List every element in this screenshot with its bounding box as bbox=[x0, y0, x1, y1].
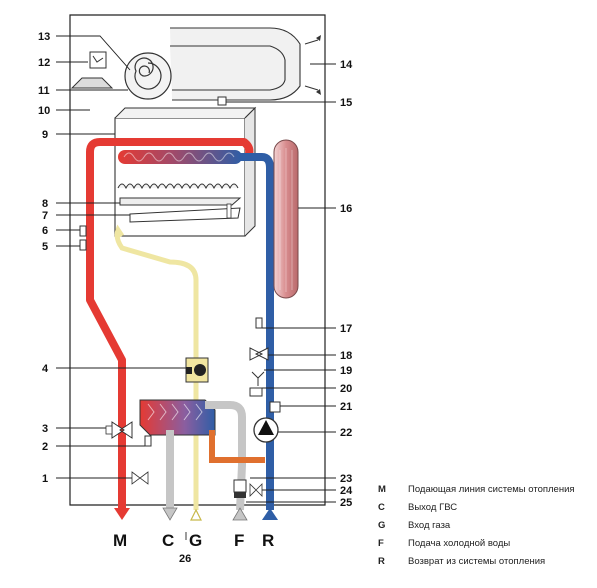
callout-16: 16 bbox=[340, 203, 352, 215]
legend-text: Подача холодной воды bbox=[408, 538, 511, 549]
callout-26: 26 bbox=[179, 553, 191, 565]
callout-9: 9 bbox=[42, 129, 48, 141]
leader-lines bbox=[56, 35, 336, 540]
legend-text: Вход газа bbox=[408, 520, 451, 531]
pump-icon bbox=[253, 417, 279, 443]
callout-10: 10 bbox=[38, 105, 50, 117]
legend-key: M bbox=[378, 484, 386, 495]
callout-25: 25 bbox=[340, 497, 352, 509]
expansion-vessel bbox=[273, 139, 299, 299]
safety-valve-icon bbox=[249, 347, 269, 361]
supply-pipe bbox=[86, 138, 254, 510]
callout-21: 21 bbox=[340, 401, 352, 413]
callout-7: 7 bbox=[42, 210, 48, 222]
callout-8: 8 bbox=[42, 198, 48, 210]
pipe-label-f: F bbox=[234, 531, 244, 550]
sensor-6 bbox=[79, 225, 87, 237]
bypass-pipe bbox=[209, 430, 265, 463]
gas-arrow bbox=[190, 508, 202, 521]
pressure-gauge-17 bbox=[255, 317, 263, 329]
callout-23: 23 bbox=[340, 473, 352, 485]
callout-3: 3 bbox=[42, 423, 48, 435]
cold-water-pipe bbox=[205, 401, 246, 511]
boiler-casing bbox=[69, 14, 326, 506]
legend-key: F bbox=[378, 538, 384, 549]
cold-water-arrow bbox=[232, 507, 248, 521]
sensor-2 bbox=[144, 435, 152, 447]
plate-heat-exchanger bbox=[139, 399, 216, 436]
callout-12: 12 bbox=[38, 57, 50, 69]
burner bbox=[117, 183, 242, 223]
callout-15: 15 bbox=[340, 97, 352, 109]
callout-6: 6 bbox=[42, 225, 48, 237]
callout-24: 24 bbox=[340, 485, 353, 497]
legend-key: C bbox=[378, 502, 385, 513]
tap-icon bbox=[251, 371, 265, 386]
sensor-21 bbox=[269, 401, 281, 413]
callout-13: 13 bbox=[38, 31, 50, 43]
pipe-label-c: C bbox=[162, 531, 174, 550]
heat-exchanger-coil bbox=[118, 150, 242, 164]
callout-14: 14 bbox=[340, 59, 353, 71]
pressure-switch-icon bbox=[70, 51, 114, 89]
callout-1: 1 bbox=[42, 473, 48, 485]
legend-key: G bbox=[378, 520, 386, 531]
fan-icon bbox=[124, 52, 172, 100]
gas-valve-icon bbox=[185, 357, 209, 383]
callout-4: 4 bbox=[42, 363, 49, 375]
legend-key: R bbox=[378, 556, 385, 567]
callout-labels: 13 12 11 10 9 8 7 6 5 4 3 2 1 14 15 16 1… bbox=[38, 31, 353, 565]
legend-text: Подающая линия системы отопления bbox=[408, 484, 575, 495]
callout-2: 2 bbox=[42, 441, 48, 453]
sensor-20 bbox=[249, 387, 263, 397]
callout-20: 20 bbox=[340, 383, 352, 395]
callout-11: 11 bbox=[38, 85, 50, 97]
legend-text: Выход ГВС bbox=[408, 502, 458, 513]
supply-arrow bbox=[114, 508, 130, 520]
drain-valve-1 bbox=[131, 471, 149, 485]
pipe-label-g: G bbox=[189, 531, 202, 550]
pipe-label-r: R bbox=[262, 531, 274, 550]
flue-duct bbox=[170, 27, 321, 101]
callout-17: 17 bbox=[340, 323, 352, 335]
dhw-arrow bbox=[162, 507, 178, 521]
callout-22: 22 bbox=[340, 427, 352, 439]
flow-sensor-24-25 bbox=[233, 479, 263, 498]
callout-19: 19 bbox=[340, 365, 352, 377]
callout-5: 5 bbox=[42, 241, 48, 253]
callout-18: 18 bbox=[340, 350, 352, 362]
legend-text: Возврат из системы отопления bbox=[408, 556, 546, 567]
gas-pipe bbox=[114, 224, 199, 510]
sensor-5 bbox=[79, 239, 87, 251]
return-pipe bbox=[240, 153, 274, 510]
pipe-label-m: M bbox=[113, 531, 127, 550]
flue-sensor bbox=[217, 96, 227, 106]
diverter-valve-icon bbox=[105, 421, 133, 439]
pipe-letters: M C G F R bbox=[113, 531, 274, 550]
